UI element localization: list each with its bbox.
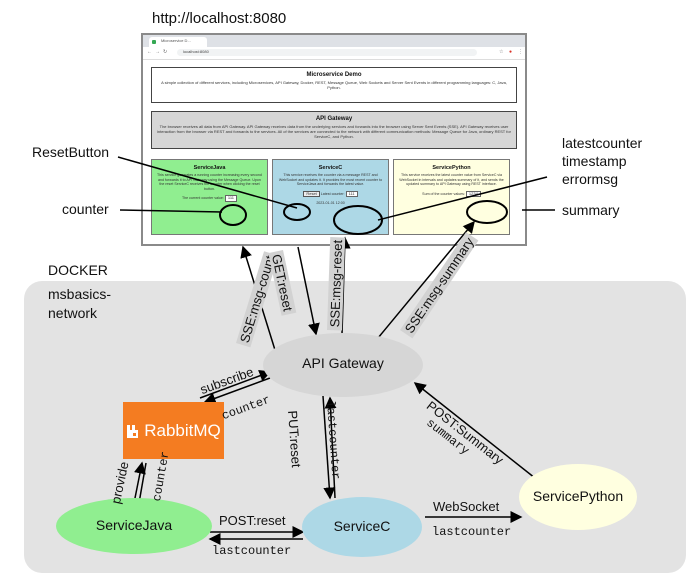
rabbitmq-label: RabbitMQ bbox=[144, 420, 221, 440]
menu-icon[interactable]: ⋮ bbox=[518, 49, 523, 55]
python-panel-title: ServicePython bbox=[432, 165, 471, 171]
python-panel-text: This service receives the latest counter… bbox=[399, 173, 504, 187]
edge-counter-to-gw bbox=[203, 377, 271, 404]
servicec-label: ServiceC bbox=[333, 518, 391, 534]
edge-get-reset bbox=[297, 246, 320, 336]
address-input[interactable]: localhost:8080 bbox=[177, 49, 477, 56]
servicec-panel: ServiceC This service receives the count… bbox=[272, 159, 389, 235]
star-icon[interactable]: ☆ bbox=[499, 49, 504, 55]
edge-sse-summary bbox=[377, 220, 475, 339]
back-icon[interactable]: ← bbox=[147, 49, 152, 55]
rabbitmq-node: RabbitMQ bbox=[123, 402, 224, 459]
highlight-reset bbox=[283, 203, 311, 221]
address-bar: ← → ↻ localhost:8080 ☆ ● ⋮ bbox=[143, 47, 525, 60]
edge-put-reset bbox=[322, 395, 336, 500]
java-counter-value: 111 bbox=[224, 195, 238, 202]
servicec-latest-label: Latest counter: bbox=[320, 191, 345, 196]
callout-errormsg: errormsg bbox=[562, 171, 619, 187]
profile-icon[interactable]: ● bbox=[509, 49, 513, 55]
highlight-latest bbox=[333, 205, 383, 235]
edge-post-summary bbox=[413, 382, 541, 483]
highlight-summary bbox=[466, 200, 508, 224]
edge-label-lastcounter-java-text: lastcounter bbox=[212, 544, 292, 558]
edge-label-lastcounter-py-text: lastcounter bbox=[432, 525, 512, 539]
browser-screenshot: Microservice D... ← → ↻ localhost:8080 ☆… bbox=[141, 33, 527, 246]
callout-line-counter bbox=[119, 209, 223, 213]
callout-line-reset bbox=[117, 156, 298, 209]
python-label: ServicePython bbox=[532, 488, 624, 504]
demo-text: A simple collection of different service… bbox=[161, 80, 507, 90]
servicec-node bbox=[302, 497, 422, 557]
java-node bbox=[56, 498, 212, 554]
gateway-node bbox=[263, 333, 423, 397]
reset-button[interactable]: Reset bbox=[303, 190, 320, 198]
edge-label-websocket: WebSocket bbox=[433, 499, 499, 514]
edge-label-websocket-text: WebSocket bbox=[433, 499, 500, 514]
callout-timestamp: timestamp bbox=[562, 153, 627, 169]
servicec-row: Reset Latest counter: 111 bbox=[273, 189, 388, 200]
edge-label-lastcounter-py: lastcounter bbox=[432, 525, 511, 539]
callout-latestcounter: latestcounter bbox=[562, 135, 643, 151]
python-node bbox=[519, 464, 637, 530]
edge-counter-java bbox=[138, 462, 147, 504]
edge-provide bbox=[133, 461, 146, 504]
demo-box: Microservice Demo A simple collection of… bbox=[151, 67, 517, 103]
docker-label: DOCKER bbox=[48, 262, 108, 278]
reload-icon[interactable]: ↻ bbox=[163, 49, 168, 55]
edge-label-post-reset-text: POST:reset bbox=[219, 513, 286, 528]
gateway-label: API Gateway bbox=[302, 355, 384, 371]
java-panel-title: ServiceJava bbox=[193, 165, 226, 171]
forward-icon[interactable]: → bbox=[155, 49, 160, 55]
edge-label-post-reset: POST:reset bbox=[219, 513, 285, 528]
edge-label-lastcounter-java: lastcounter bbox=[212, 544, 291, 558]
gateway-box: API Gateway The browser receives all dat… bbox=[151, 111, 517, 149]
java-panel-text: This service generates a running counter… bbox=[157, 173, 262, 191]
favicon-icon bbox=[152, 40, 156, 44]
tab-title: Microservice D... bbox=[161, 38, 191, 43]
callout-summary: summary bbox=[562, 202, 620, 218]
servicec-timestamp: 2023-01-01 12:00 bbox=[316, 201, 345, 206]
gateway-text: The browser receives all data from API G… bbox=[157, 124, 511, 139]
java-label: ServiceJava bbox=[95, 517, 173, 533]
python-summary-label: Sum of the counter values: bbox=[422, 191, 465, 196]
callout-counter: counter bbox=[62, 201, 109, 217]
demo-title: Microservice Demo bbox=[306, 72, 362, 78]
servicec-latest-value: 111 bbox=[345, 190, 358, 198]
servicec-panel-title: ServiceC bbox=[318, 165, 343, 171]
url-label: http://localhost:8080 bbox=[152, 10, 287, 27]
rabbitmq-logo-icon bbox=[127, 424, 139, 438]
java-counter-label: The current counter value: bbox=[181, 196, 224, 201]
callout-reset-button: ResetButton bbox=[32, 144, 110, 160]
network-label: msbasics-network bbox=[48, 286, 112, 321]
callout-line-latest bbox=[377, 176, 548, 221]
address-text: localhost:8080 bbox=[183, 49, 209, 54]
java-counter-row: The current counter value: 111 bbox=[152, 193, 267, 204]
highlight-counter bbox=[219, 204, 247, 226]
browser-tab-bar: Microservice D... bbox=[143, 35, 525, 47]
servicec-panel-text: This service receives the counter via a … bbox=[278, 173, 383, 187]
browser-tab[interactable]: Microservice D... bbox=[149, 37, 207, 47]
gateway-title: API Gateway bbox=[315, 116, 353, 122]
edge-lastcounter-gw bbox=[324, 396, 337, 499]
